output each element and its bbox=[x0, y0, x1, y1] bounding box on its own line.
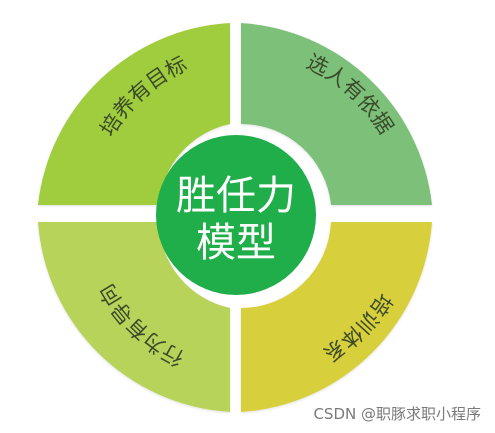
quadrant-bottom-left bbox=[38, 222, 230, 412]
quadrant-top-left bbox=[38, 23, 230, 205]
quadrant-bottom-right bbox=[241, 222, 432, 412]
watermark: CSDN @职豚求职小程序 bbox=[313, 405, 481, 423]
center-title-line1: 胜任力 bbox=[176, 173, 296, 219]
center-circle bbox=[156, 135, 316, 295]
quadrant-top-right bbox=[241, 23, 432, 205]
center-title-line2: 模型 bbox=[196, 220, 276, 266]
